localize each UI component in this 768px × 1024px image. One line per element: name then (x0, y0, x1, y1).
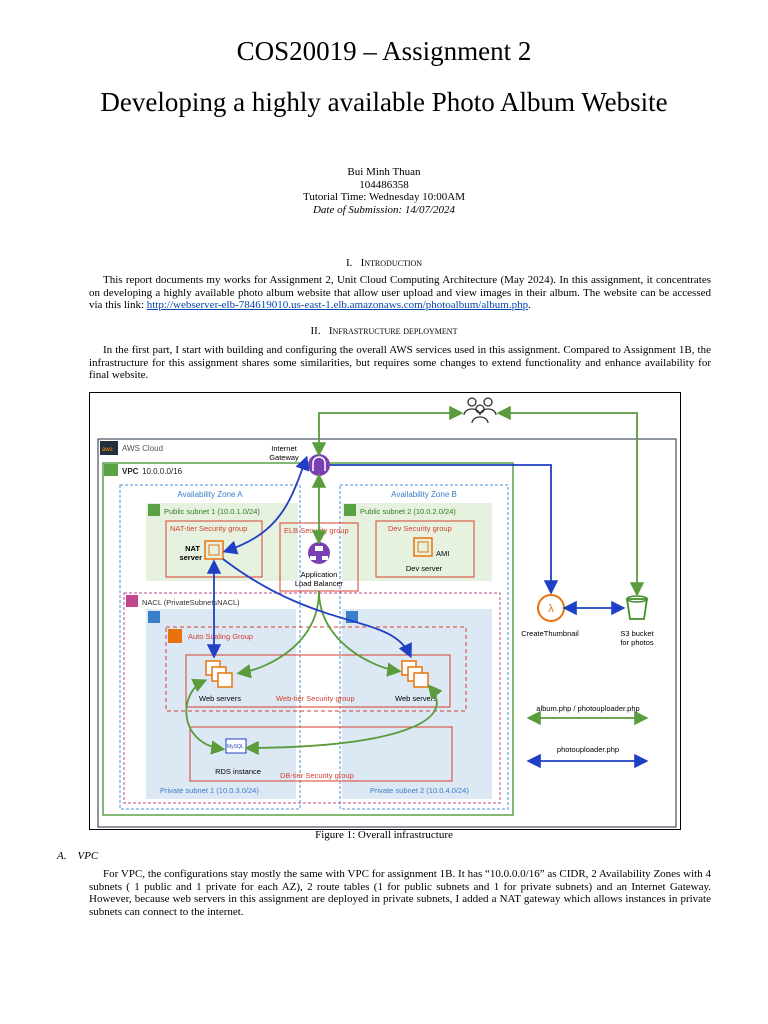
lambda-symbol: λ (548, 603, 554, 615)
figure-caption: Figure 1: Overall infrastructure (315, 829, 453, 841)
arrow-gateway-nat (222, 455, 310, 555)
aws-logo-text: aws (102, 447, 113, 453)
users-icon (463, 397, 497, 424)
section-title: Infrastructure deployment (328, 325, 458, 337)
nacl-icon (126, 595, 138, 607)
asg-label: Auto Scaling Group (188, 632, 253, 641)
student-id: 104486358 (359, 178, 409, 191)
rds-label: RDS instance (215, 767, 261, 776)
arrow-gateway-lambda (330, 464, 559, 595)
paper-title: Developing a highly available Photo Albu… (100, 87, 668, 117)
introduction-paragraph: This report documents my works for Assig… (89, 274, 711, 312)
auto-scaling-icon (168, 629, 182, 643)
nacl-boundary (123, 592, 501, 804)
website-link[interactable]: http://webserver-elb-784619010.us-east-1… (146, 299, 529, 312)
elb-sg-label: ELB Security group (284, 526, 349, 535)
section-title: Introduction (360, 257, 423, 269)
arrow-alb-web-b (318, 590, 402, 677)
arrow-nat-web-b (222, 558, 412, 659)
legend-green-label: album.php / photouploader.php (536, 704, 639, 713)
infrastructure-diagram: aws AWS Cloud VPC 10.0.0.0/16 Availabili… (89, 392, 681, 830)
section-number: I. (345, 257, 353, 269)
gateway-arch (312, 456, 326, 471)
az-b-label: Availability Zone B (391, 490, 457, 499)
infrastructure-paragraph: In the first part, I start with building… (89, 344, 711, 382)
intro-end: . (528, 299, 531, 312)
chip-inner (208, 544, 220, 556)
az-a-label: Availability Zone A (177, 490, 243, 499)
section-number: II. (310, 325, 321, 337)
public-subnet-1-label: Public subnet 1 (10.0.1.0/24) (164, 507, 260, 516)
lb-node (310, 556, 316, 560)
nat-sg-label: NAT-tier Security group (170, 524, 247, 533)
private-subnet-2-label: Private subnet 2 (10.0.4.0/24) (370, 786, 469, 795)
aws-logo-icon (100, 441, 118, 455)
aws-cloud-label: AWS Cloud (122, 444, 163, 453)
s3-label-2: for photos (620, 638, 654, 647)
web-server-icon (413, 672, 429, 688)
dev-chip-icon (413, 537, 433, 557)
ami-label: AMI (436, 549, 449, 558)
subsection-letter: A. (57, 850, 67, 862)
availability-zone-b (339, 484, 509, 810)
public-subnet-2 (342, 503, 492, 581)
nacl-label: NACL (PrivateSubnetsNACL) (142, 598, 240, 607)
arrow-users-gateway (311, 405, 464, 457)
dev-server-label: Dev server (406, 564, 443, 573)
alb-label-1: Application (301, 570, 338, 579)
lock-icon (148, 504, 160, 516)
author-name: Bui Minh Thuan (347, 166, 421, 178)
vpc-icon (104, 464, 118, 476)
section-heading-infrastructure: II. Infrastructure deployment (0, 325, 768, 337)
arrow-web-b-rds (244, 684, 443, 756)
vpc-cidr: 10.0.0.0/16 (142, 467, 183, 476)
web-sg-label: Web-tier Security group (276, 694, 355, 703)
dev-sg-label: Dev Security group (388, 524, 452, 533)
infra-text: In the first part, I start with building… (89, 344, 711, 382)
nat-label: NAT (185, 544, 200, 553)
submission-date: Date of Submission: 14/07/2024 (312, 203, 456, 216)
diagram-svg: aws AWS Cloud VPC 10.0.0.0/16 Availabili… (97, 397, 677, 828)
private-subnet-1-label: Private subnet 1 (10.0.3.0/24) (160, 786, 259, 795)
arrow-users-s3 (496, 405, 645, 597)
vpc-text: For VPC, the configurations stay mostly … (89, 868, 711, 918)
alb-label-2: Load Balancer (295, 579, 344, 588)
lock-icon (148, 611, 160, 623)
s3-bucket-icon (625, 598, 649, 620)
lb-node (322, 556, 328, 560)
tutorial-time: Tutorial Time: Wednesday 10:00AM (303, 191, 465, 203)
lambda-label: CreateThumbnail (521, 629, 579, 638)
course-title: COS20019 – Assignment 2 (236, 36, 532, 66)
intro-text: This report documents my works for Assig… (89, 274, 711, 312)
lb-node (315, 546, 323, 551)
lock-icon (344, 504, 356, 516)
section-heading-introduction: I. Introduction (0, 257, 768, 269)
arrow-web-a-rds (185, 679, 226, 755)
nat-server-label: server (179, 553, 202, 562)
arrow-alb-web-a (236, 590, 320, 679)
mysql-label: MySQL (227, 744, 244, 750)
subsection-title: VPC (77, 850, 99, 862)
internet-gateway-label-2: Gateway (269, 453, 299, 462)
private-subnet-2 (342, 609, 492, 799)
dev-security-group (375, 520, 475, 578)
load-balancer-icon (308, 542, 330, 564)
s3-label-1: S3 bucket (620, 629, 654, 638)
chip-inner (417, 541, 429, 553)
vpc-label: VPC (122, 467, 139, 476)
web-servers-b-label: Web servers (395, 694, 437, 703)
legend-blue-label: photouploader.php (557, 745, 619, 754)
db-sg-label: DB-tier Security group (280, 771, 354, 780)
internet-gateway-label-1: Internet (271, 444, 297, 453)
web-servers-a-label: Web servers (199, 694, 241, 703)
public-subnet-2-label: Public subnet 2 (10.0.2.0/24) (360, 507, 456, 516)
author-block: Bui Minh Thuan 104486358 Tutorial Time: … (0, 166, 768, 216)
subsection-heading-vpc: A. VPC (57, 850, 98, 862)
vpc-paragraph: For VPC, the configurations stay mostly … (89, 868, 711, 918)
web-server-icon (217, 672, 233, 688)
availability-zone-a (119, 484, 301, 810)
